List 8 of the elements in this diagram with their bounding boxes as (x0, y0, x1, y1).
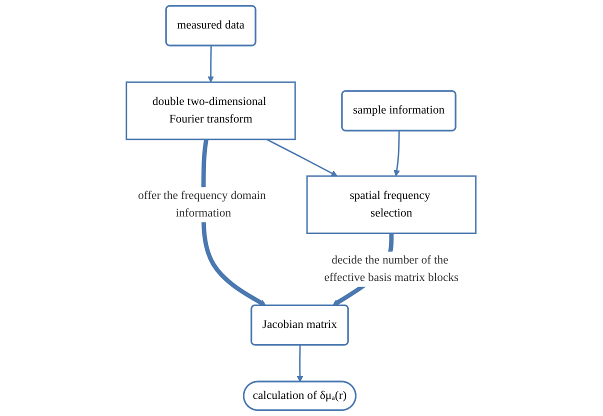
edge-label: offer the frequency domain information (138, 189, 266, 220)
arrow (208, 46, 214, 82)
arrow (394, 130, 400, 176)
edge-label: decide the number of the effective basis matrix blocks (324, 254, 460, 284)
arrow (266, 138, 338, 176)
node-box: double two-dimensional Fourier transform (126, 81, 296, 140)
arrow (297, 345, 304, 382)
node-box: spatial frequency selection (306, 175, 477, 234)
